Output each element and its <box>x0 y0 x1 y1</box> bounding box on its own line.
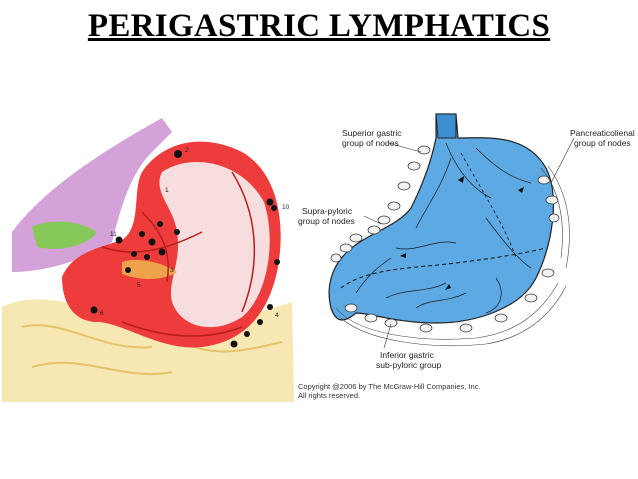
label-pancreaticolienal-1: Pancreaticolienal <box>570 128 635 138</box>
label-pancreaticolienal-2: group of nodes <box>574 138 631 148</box>
copyright-line-1: Copyright @2006 by The McGraw-Hill Compa… <box>298 382 481 391</box>
label-inferior-gastric-2: sub-pyloric group <box>376 360 441 370</box>
label-inferior-gastric-1: Inferior gastric <box>380 350 435 360</box>
node-number-6: 6 <box>100 310 104 317</box>
node-number-1: 1 <box>165 187 169 194</box>
left-stomach-illustration: 2 10 11 1 3 4 5 6 <box>2 112 298 404</box>
copyright-notice: Copyright @2006 by The McGraw-Hill Compa… <box>298 382 538 400</box>
node-number-2: 2 <box>185 147 189 154</box>
right-stomach-diagram: Superior gastric group of nodes Pancreat… <box>296 108 636 408</box>
node-number-4: 4 <box>275 312 279 319</box>
gallbladder-shape <box>32 221 97 249</box>
stomach-inner-shape <box>159 162 270 328</box>
label-superior-gastric-1: Superior gastric <box>342 128 402 138</box>
node-number-10: 10 <box>282 204 290 211</box>
page-title: PERIGASTRIC LYMPHATICS <box>87 8 551 44</box>
node-number-5: 5 <box>137 282 141 289</box>
label-superior-gastric-2: group of nodes <box>342 138 399 148</box>
copyright-line-2: All rights reserved. <box>298 391 361 400</box>
label-supra-pyloric-2: group of nodes <box>298 216 355 226</box>
node-number-11: 11 <box>110 231 117 238</box>
node-number-3: 3 <box>170 267 174 274</box>
label-supra-pyloric-1: Supra-pyloric <box>302 206 353 216</box>
lymph-nodes <box>90 150 280 348</box>
